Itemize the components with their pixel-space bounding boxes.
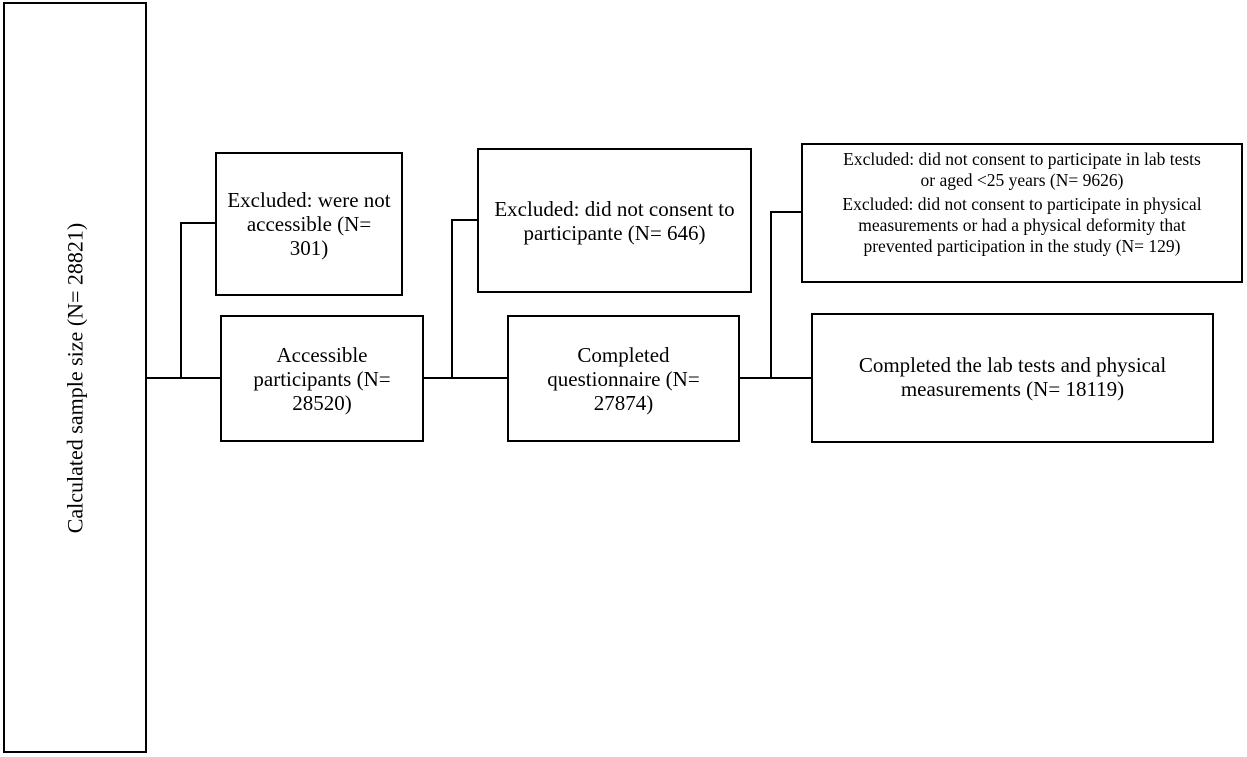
connector-line [180,222,182,379]
accessible-participants-box: Accessible participants (N= 28520) [220,315,424,442]
connector-line [770,211,772,379]
sample-size-box: Calculated sample size (N= 28821) [3,2,147,753]
connector-line [180,222,216,224]
completed-lab-tests-box: Completed the lab tests and physical mea… [811,313,1214,443]
completed-questionnaire-box: Completed questionnaire (N= 27874) [507,315,740,442]
connector-line [738,377,812,379]
excluded-not-accessible-label: Excluded: were not accessible (N= 301) [227,188,391,260]
accessible-participants-label: Accessible participants (N= 28520) [253,342,391,415]
completed-questionnaire-label: Completed questionnaire (N= 27874) [547,342,700,415]
excluded-physical-label: Excluded: did not consent to participate… [842,194,1202,256]
connector-line [770,211,802,213]
connector-line [145,377,222,379]
excluded-lab-tests-label: Excluded: did not consent to participate… [843,149,1201,190]
excluded-lab-tests-box: Excluded: did not consent to participate… [801,143,1243,283]
sample-size-label: Calculated sample size (N= 28821) [62,222,88,533]
excluded-no-consent-label: Excluded: did not consent to participant… [494,196,735,245]
excluded-no-consent-box: Excluded: did not consent to participant… [477,148,752,293]
connector-line [423,377,508,379]
completed-lab-tests-label: Completed the lab tests and physical mea… [858,353,1167,401]
connector-line [451,219,478,221]
connector-line [451,219,453,379]
excluded-not-accessible-box: Excluded: were not accessible (N= 301) [215,152,403,296]
